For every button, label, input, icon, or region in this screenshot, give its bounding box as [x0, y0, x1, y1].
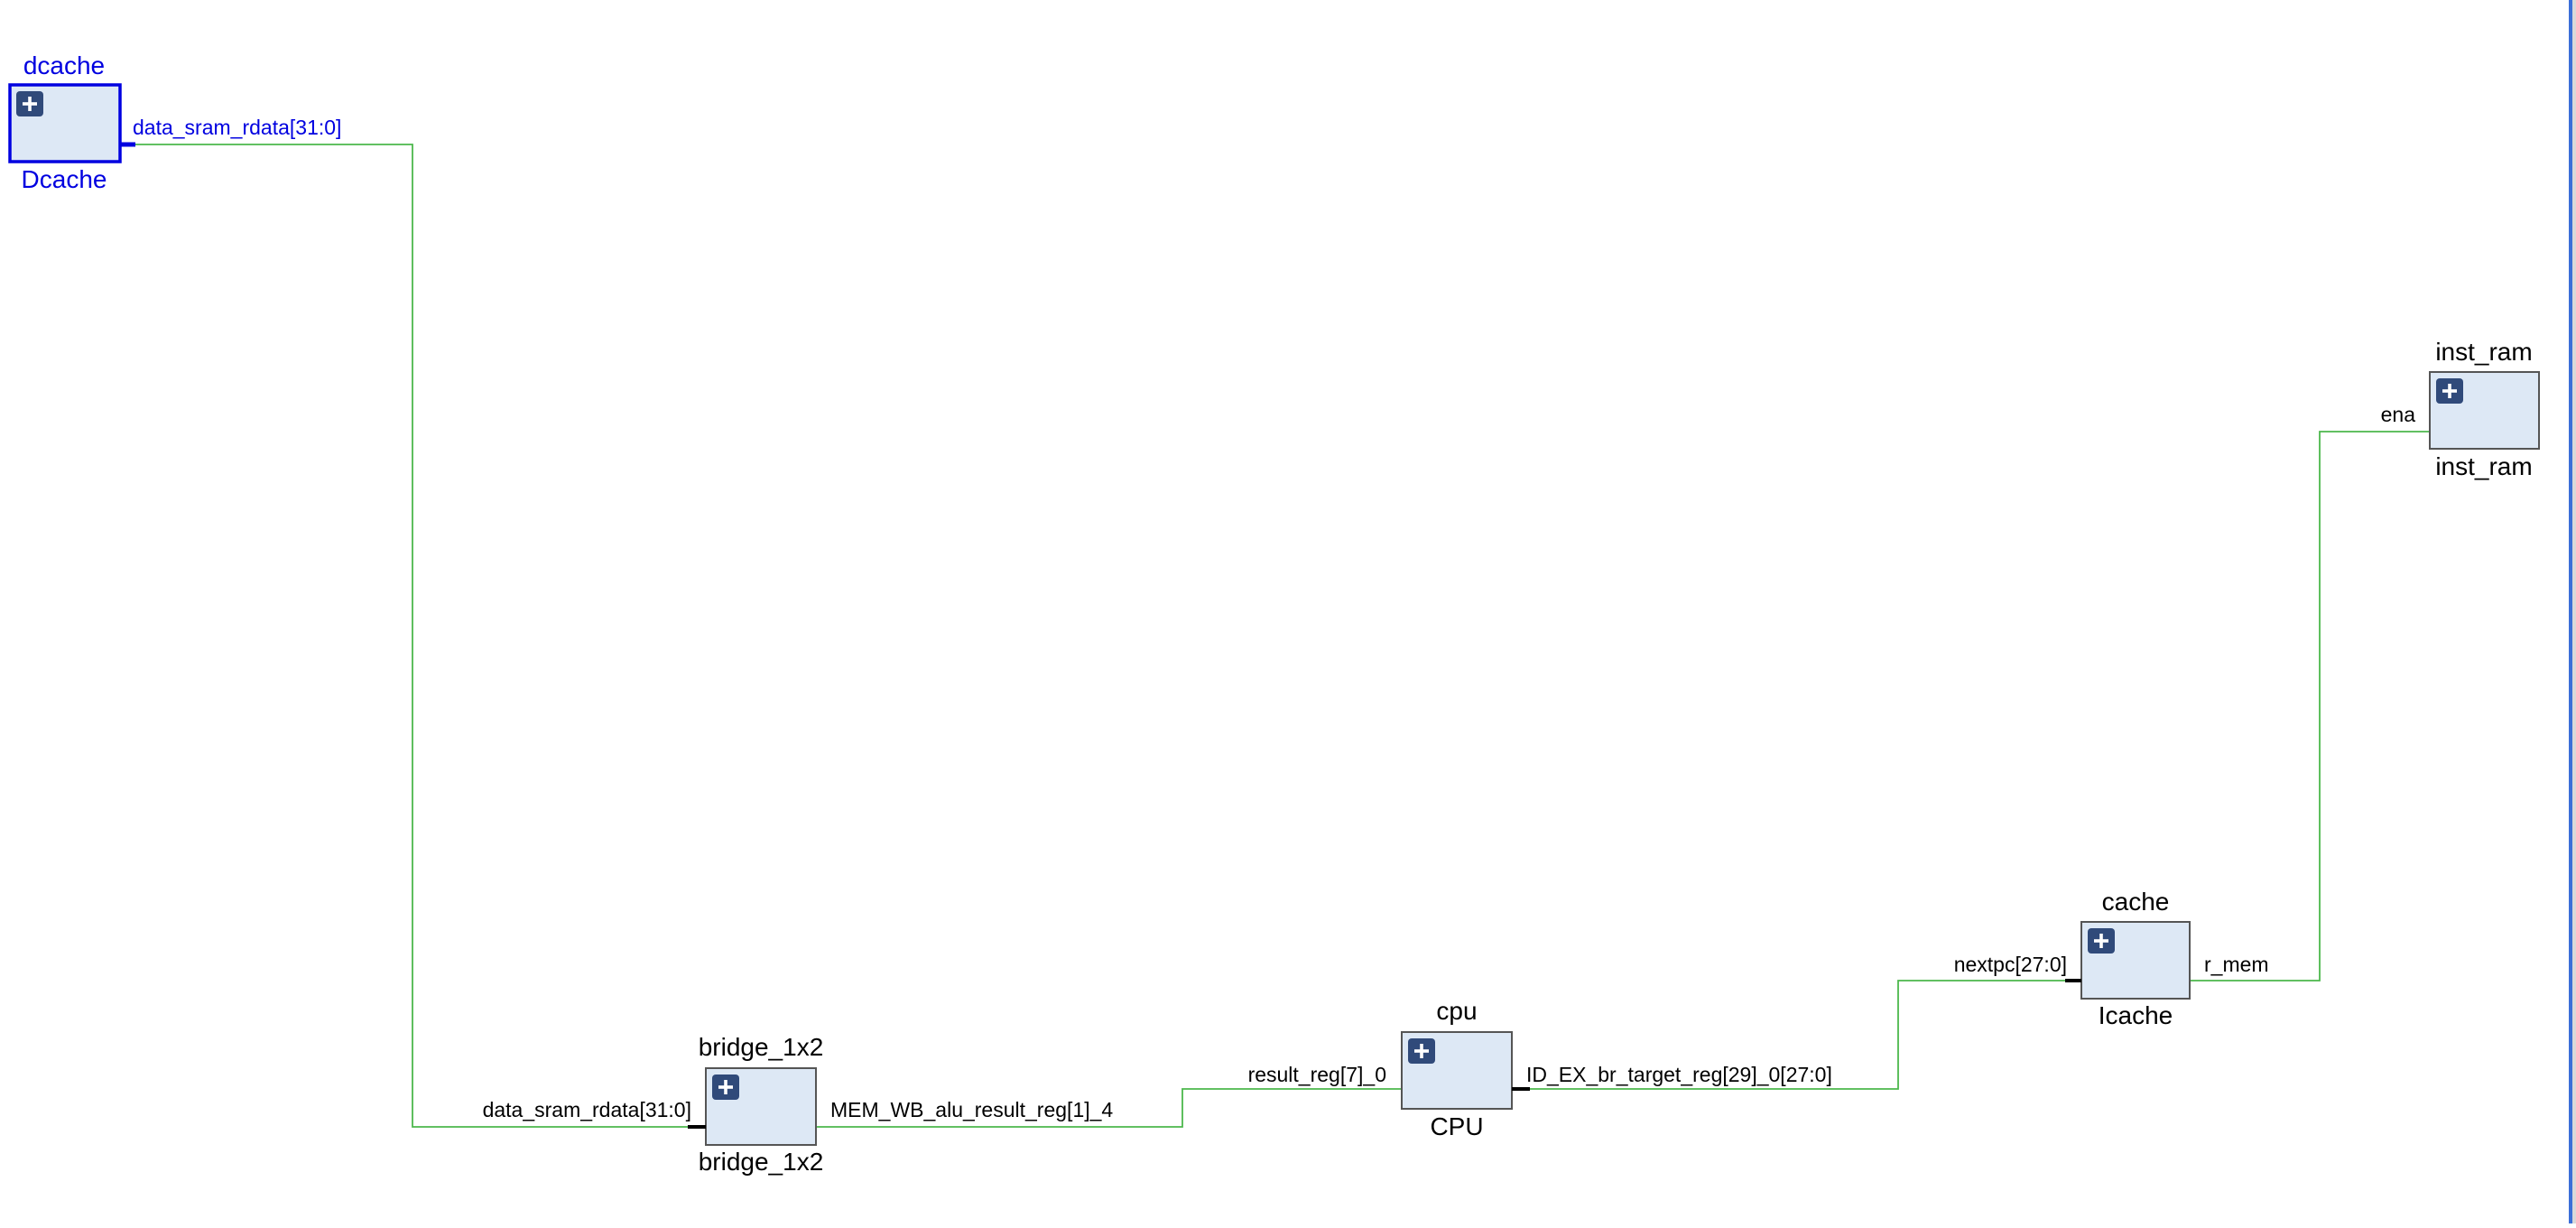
pin-label-nextpc: nextpc[27:0] [1954, 953, 2067, 976]
cell-icache[interactable]: cache nextpc[27:0] r_mem Icache [1954, 888, 2269, 1029]
cell-module-label: inst_ram [2435, 452, 2532, 480]
pin-label-ena: ena [2381, 403, 2416, 426]
plus-icon[interactable] [1408, 1038, 1435, 1064]
cell-bridge[interactable]: bridge_1x2 data_sram_rdata[31:0] MEM_WB_… [483, 1033, 1114, 1176]
pin-label-id-ex-br-target: ID_EX_br_target_reg[29]_0[27:0] [1526, 1063, 1832, 1086]
cell-module-label: bridge_1x2 [699, 1148, 824, 1176]
net-cpu-to-icache[interactable] [1513, 980, 2081, 1090]
pin-label-result-reg: result_reg[7]_0 [1248, 1063, 1386, 1086]
plus-icon[interactable] [2436, 378, 2463, 404]
pin-label-r-mem: r_mem [2204, 953, 2269, 976]
cell-instance-label: cpu [1436, 997, 1477, 1025]
cell-body[interactable] [1401, 1031, 1513, 1110]
plus-icon[interactable] [16, 91, 43, 116]
cell-module-label: Dcache [22, 165, 107, 193]
net-bridge-to-cpu[interactable] [816, 1088, 1402, 1128]
pin-label-data-sram-rdata: data_sram_rdata[31:0] [483, 1098, 691, 1121]
cell-module-label: CPU [1430, 1112, 1483, 1140]
cell-instance-label: inst_ram [2435, 338, 2532, 366]
net-icache-to-inst-ram[interactable] [2190, 431, 2430, 981]
pin-label-mem-wb-alu-result: MEM_WB_alu_result_reg[1]_4 [830, 1098, 1113, 1121]
net-dcache-to-bridge[interactable] [134, 144, 706, 1128]
view-border [2569, 0, 2572, 1223]
cell-instance-label: dcache [23, 51, 105, 79]
cell-instance-label: bridge_1x2 [699, 1033, 824, 1061]
cell-dcache[interactable]: dcache data_sram_rdata[31:0] Dcache [8, 51, 341, 193]
nets [134, 144, 2430, 1128]
plus-icon[interactable] [712, 1074, 739, 1100]
cell-inst-ram[interactable]: inst_ram ena inst_ram [2381, 338, 2540, 480]
pin-label-data-sram-rdata: data_sram_rdata[31:0] [133, 116, 341, 139]
plus-icon[interactable] [2088, 928, 2115, 954]
cell-instance-label: cache [2102, 888, 2170, 916]
cell-module-label: Icache [2099, 1001, 2173, 1029]
cell-cpu[interactable]: cpu result_reg[7]_0 ID_EX_br_target_reg[… [1248, 997, 1832, 1140]
view-border-edge [2572, 0, 2576, 1223]
